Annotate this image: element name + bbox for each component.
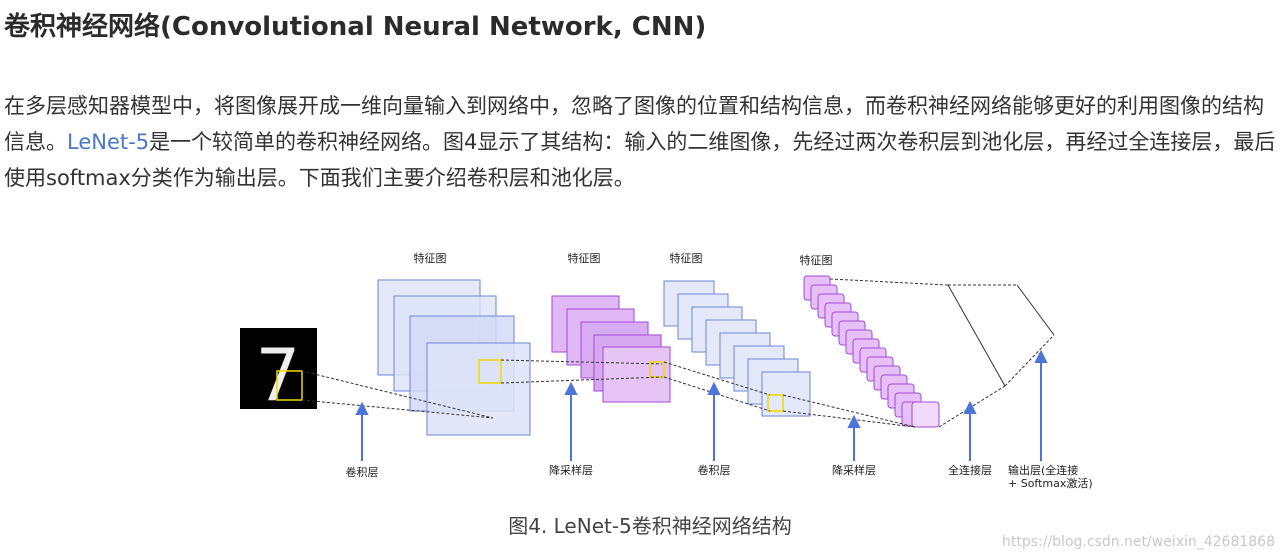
feature-map-label: 特征图 <box>414 251 447 265</box>
s2-feature-map <box>602 346 671 403</box>
figure-caption: 图4. LeNet-5卷积神经网络结构 <box>508 514 792 538</box>
projection-lines <box>301 278 1055 428</box>
output-label-line1: 输出层(全连接 <box>1008 463 1078 477</box>
fc-lines <box>947 284 1055 387</box>
feature-map-label: 特征图 <box>568 251 601 265</box>
input-image <box>240 328 317 409</box>
intro-paragraph: 在多层感知器模型中，将图像展开成一维向量输入到网络中，忽略了图像的位置和结构信息… <box>4 88 1282 196</box>
feature-map-label: 特征图 <box>800 253 833 267</box>
layer-label: 降采样层 <box>832 463 876 477</box>
feature-map-label: 特征图 <box>670 251 703 265</box>
layer-label: 全连接层 <box>948 463 992 477</box>
layer-label: 降采样层 <box>549 463 593 477</box>
c3-feature-maps <box>663 280 811 417</box>
layer-label: 卷积层 <box>698 463 731 477</box>
c3-highlight <box>767 394 784 412</box>
layer-label: 卷积层 <box>346 465 379 479</box>
output-label-line2: + Softmax激活) <box>1008 476 1093 490</box>
input-receptive-field <box>276 370 303 401</box>
layer-arrows <box>355 349 1048 461</box>
lenet5-figure: 7 <box>240 251 1093 490</box>
s4-feature-maps <box>803 275 940 428</box>
input-digit: 7 <box>256 333 299 417</box>
watermark: https://blog.csdn.net/weixin_42681868 <box>1001 534 1275 550</box>
paragraph-text-1: 在多层感知器模型中，将图像展开成一维向量输入到网络中，忽略了图像的位置和结构信息… <box>4 94 1264 154</box>
lenet5-link[interactable]: LeNet-5 <box>67 130 150 154</box>
c1-feature-map <box>426 342 531 436</box>
c1-highlight <box>478 359 502 384</box>
paragraph-text-2: 是一个较简单的卷积神经网络。图4显示了其结构：输入的二维图像，先经过两次卷积层到… <box>4 130 1276 190</box>
page-title: 卷积神经网络(Convolutional Neural Network, CNN… <box>4 12 707 42</box>
